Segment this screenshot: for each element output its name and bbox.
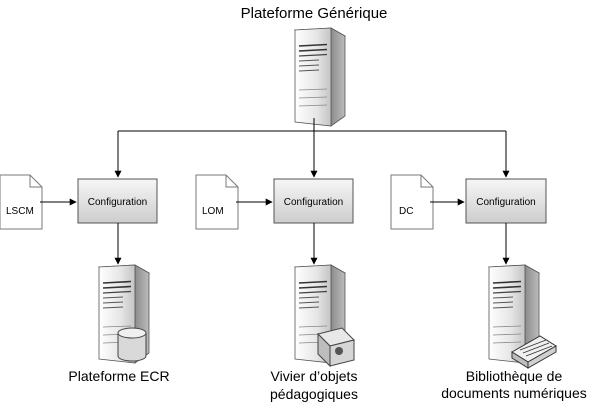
branch-lom: LOM Configuration Vivier d’objets pédago… bbox=[195, 174, 358, 402]
branch-dc: DC Configuration Bibliothèque de documen… bbox=[390, 174, 587, 401]
output-label-line-1: Vivier d’objets bbox=[271, 368, 358, 384]
input-document-label: LOM bbox=[202, 206, 224, 217]
output-label-line-2: pédagogiques bbox=[270, 386, 358, 402]
package-icon bbox=[317, 327, 355, 368]
input-document-label: LSCM bbox=[6, 206, 34, 217]
top-server-icon bbox=[294, 27, 346, 127]
configuration-label: Configuration bbox=[476, 197, 535, 208]
output-label-line-1: Plateforme ECR bbox=[68, 368, 169, 384]
input-document-icon bbox=[195, 174, 239, 230]
input-document-icon bbox=[390, 174, 434, 230]
top-node-label: Plateforme Générique bbox=[241, 5, 388, 22]
output-label-line-2: documents numériques bbox=[441, 385, 587, 401]
branch-lscm: LSCM Configuration Plateforme ECR bbox=[0, 174, 170, 384]
input-document-label: DC bbox=[399, 206, 413, 217]
configuration-label: Configuration bbox=[88, 197, 147, 208]
output-label-line-1: Bibliothèque de bbox=[466, 368, 563, 384]
configuration-box bbox=[465, 178, 547, 224]
scanner-icon bbox=[511, 335, 557, 369]
configuration-label: Configuration bbox=[284, 197, 343, 208]
top-connectors bbox=[114, 118, 510, 178]
database-icon bbox=[117, 327, 147, 362]
input-document-icon bbox=[0, 174, 43, 230]
